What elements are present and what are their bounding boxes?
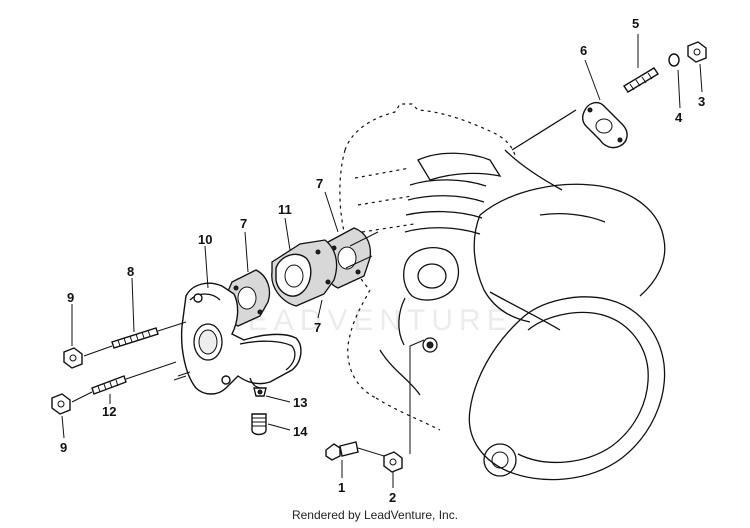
callout-14: 14 — [293, 424, 308, 439]
insulator-11 — [271, 239, 338, 307]
leader-8 — [131, 277, 135, 333]
callout-1: 1 — [338, 480, 345, 495]
leader-10 — [204, 245, 209, 289]
leader-7-middle — [244, 231, 249, 273]
watermark: LEADVENTURE — [225, 304, 513, 337]
plug-14 — [251, 413, 267, 436]
callout-8: 8 — [127, 264, 134, 279]
stud-12 — [91, 361, 177, 395]
callout-9-lower: 9 — [60, 440, 67, 455]
leader-11 — [284, 217, 291, 251]
stud-upper-right — [349, 231, 379, 247]
footer-credit: Rendered by LeadVenture, Inc. — [291, 508, 459, 522]
fitting-13 — [253, 387, 267, 397]
leader-bolt-to-engine — [409, 339, 425, 454]
leader-13 — [265, 395, 291, 403]
leader-3 — [699, 63, 703, 93]
exhaust-manifold-10 — [173, 282, 302, 395]
callout-4: 4 — [675, 110, 683, 125]
nut-9-upper — [63, 345, 113, 369]
callout-7-upper: 7 — [316, 176, 323, 191]
nut-2 — [383, 451, 403, 473]
nut-9-lower — [51, 391, 93, 415]
nut-3 — [687, 41, 707, 63]
callout-9-upper: 9 — [67, 290, 74, 305]
callout-6: 6 — [580, 43, 587, 58]
callout-3: 3 — [698, 94, 705, 109]
callout-13: 13 — [293, 395, 307, 410]
leader-7-upper — [324, 191, 339, 233]
intake-flange — [511, 101, 628, 151]
callout-7-middle: 7 — [240, 216, 247, 231]
leader-7-lower — [317, 299, 323, 319]
callout-2: 2 — [389, 490, 396, 505]
washer-4 — [668, 53, 680, 67]
callout-5: 5 — [632, 16, 639, 31]
leader-4 — [677, 69, 681, 109]
engine-block — [339, 103, 666, 481]
leader-6 — [584, 59, 601, 101]
leader-14 — [267, 423, 291, 431]
stud-8 — [111, 321, 187, 349]
bolt-1 — [325, 441, 385, 461]
callout-11: 11 — [278, 202, 292, 217]
callout-12: 12 — [102, 404, 116, 419]
leader-9-lower — [61, 415, 65, 439]
callout-7-lower: 7 — [314, 320, 321, 335]
callout-10: 10 — [198, 232, 212, 247]
stud-5 — [623, 67, 659, 93]
